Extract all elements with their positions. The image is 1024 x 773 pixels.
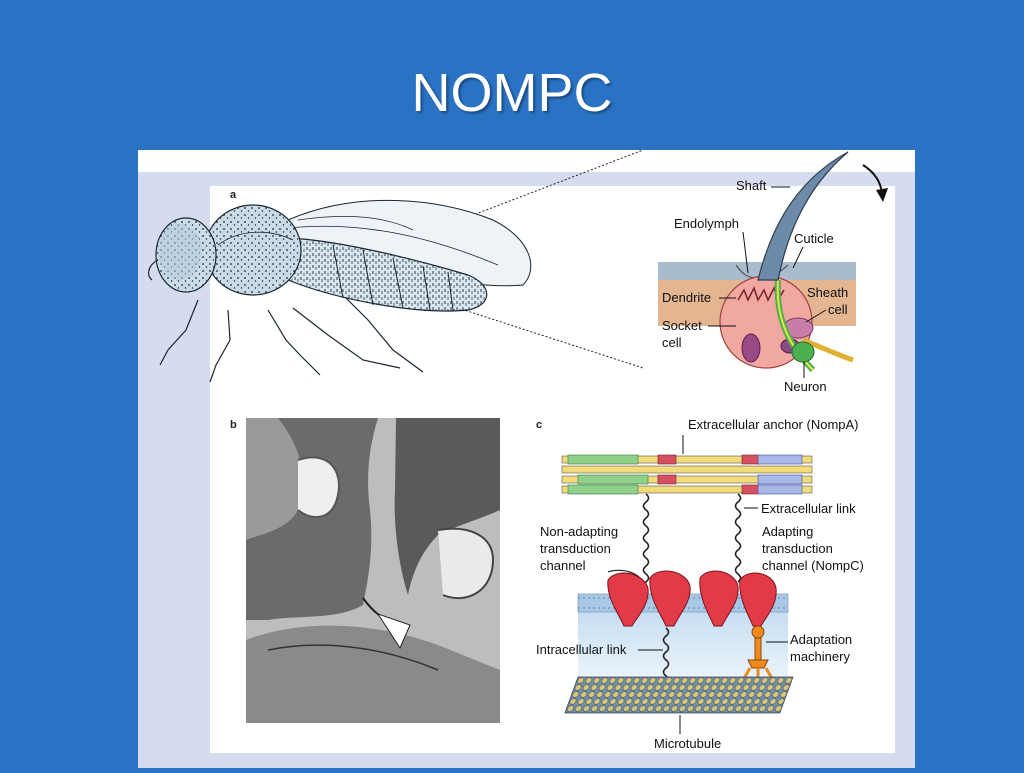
bristle-shaft bbox=[757, 151, 849, 281]
label-intracellular-link: Intracellular link bbox=[536, 642, 627, 657]
extracellular-link-right bbox=[734, 493, 742, 583]
panel-a-letter: a bbox=[230, 189, 237, 201]
socket-nucleus bbox=[741, 333, 761, 363]
label-sheath-cell-line2: cell bbox=[828, 302, 848, 317]
label-endolymph: Endolymph bbox=[674, 216, 739, 231]
label-adapting-line2: transduction bbox=[762, 541, 833, 556]
label-extracellular-anchor: Extracellular anchor (NompA) bbox=[688, 417, 859, 432]
extracellular-link-left bbox=[642, 493, 650, 591]
label-shaft: Shaft bbox=[736, 178, 767, 193]
label-adaptation-line2: machinery bbox=[790, 649, 850, 664]
label-non-adapting-line3: channel bbox=[540, 558, 586, 573]
slide-title: NOMPC bbox=[411, 63, 613, 123]
zoom-line-bottom bbox=[457, 307, 644, 369]
transduction-channels bbox=[607, 570, 777, 627]
intracellular-link bbox=[662, 627, 670, 685]
label-non-adapting-line2: transduction bbox=[540, 541, 611, 556]
label-microtubule: Microtubule bbox=[654, 736, 721, 751]
cuticle-surface-layer bbox=[658, 262, 856, 280]
fly-illustration bbox=[148, 199, 532, 383]
label-extracellular-link: Extracellular link bbox=[761, 501, 856, 516]
label-adapting-line1: Adapting bbox=[762, 524, 813, 539]
label-adaptation-line1: Adaptation bbox=[790, 632, 852, 647]
microtubule-shape bbox=[564, 676, 794, 714]
label-non-adapting-line1: Non-adapting bbox=[540, 524, 618, 539]
label-adapting-line3: channel (NompC) bbox=[762, 558, 864, 573]
panel-b: b bbox=[230, 418, 500, 723]
label-socket-cell-line1: Socket bbox=[662, 318, 702, 333]
arrowhead-marker bbox=[376, 613, 411, 650]
label-dendrite: Dendrite bbox=[662, 290, 711, 305]
label-sheath-cell-line1: Sheath bbox=[807, 285, 848, 300]
neuron-body bbox=[791, 341, 815, 363]
panel-c-letter: c bbox=[536, 419, 542, 431]
panel-c: c bbox=[536, 417, 864, 751]
figure-panel: a bbox=[138, 149, 915, 768]
label-socket-cell-line2: cell bbox=[662, 335, 682, 350]
panel-b-letter: b bbox=[230, 419, 237, 431]
label-neuron: Neuron bbox=[784, 379, 827, 394]
label-cuticle: Cuticle bbox=[794, 231, 834, 246]
extracellular-anchor-rods bbox=[561, 454, 813, 495]
panel-a: a bbox=[148, 149, 888, 394]
